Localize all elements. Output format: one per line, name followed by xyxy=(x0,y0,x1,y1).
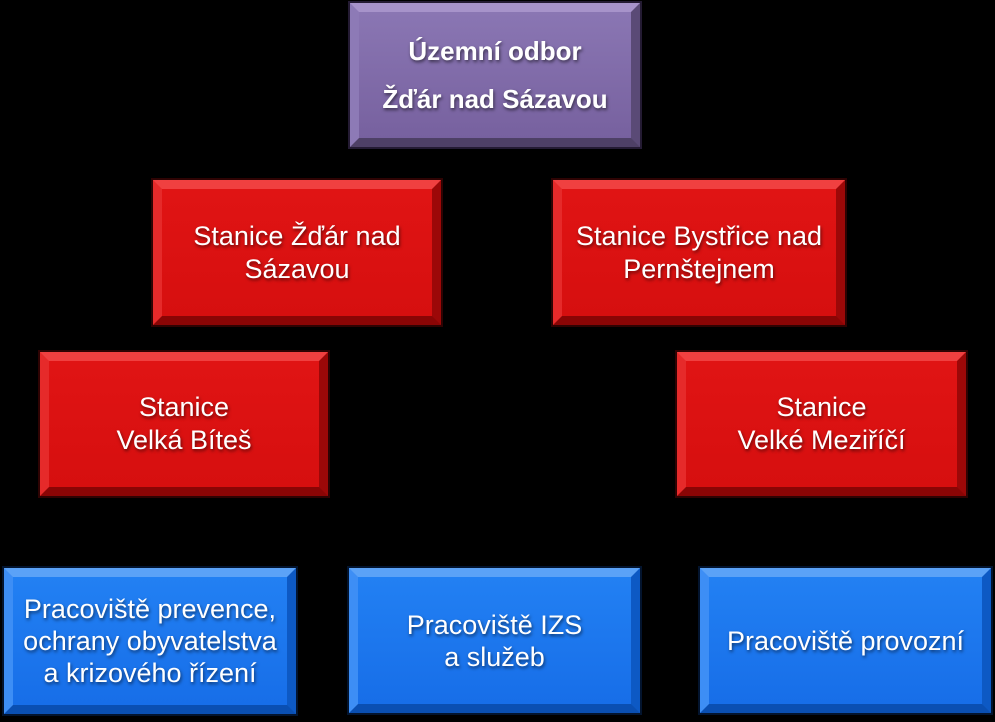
org-box-uzemni-odbor-zdar-nad-sazavou: Územní odbor Žďár nad Sázavou xyxy=(350,3,640,147)
org-box-pracoviste-provozni: Pracoviště provozní xyxy=(700,568,991,713)
org-box-label: Pracoviště provozní xyxy=(727,625,964,657)
org-box-pracoviste-izs-a-sluzeb: Pracoviště IZS a služeb xyxy=(349,568,640,713)
org-box-line: ochrany obyvatelstva xyxy=(23,626,277,656)
org-box-label: Stanice Velké Meziříčí xyxy=(737,391,905,457)
org-box-line: Pracoviště provozní xyxy=(726,625,965,656)
org-box-line: Velké Meziříčí xyxy=(737,425,906,455)
org-box-line: Stanice xyxy=(776,392,867,422)
org-box-stanice-velke-mezirici: Stanice Velké Meziříčí xyxy=(677,352,966,496)
org-box-stanice-zdar-nad-sazavou: Stanice Žďár nad Sázavou xyxy=(153,180,441,325)
org-box-label: Územní odbor Žďár nad Sázavou xyxy=(382,27,607,123)
org-box-line: Pernštejnem xyxy=(623,253,775,284)
org-box-line: Sázavou xyxy=(244,253,350,284)
org-box-line: Pracoviště IZS xyxy=(406,609,583,640)
org-box-line: Velká Bíteš xyxy=(116,425,252,455)
org-box-line: Stanice Žďár nad xyxy=(193,220,401,251)
org-box-line: Stanice xyxy=(138,392,230,422)
org-box-pracoviste-prevence: Pracoviště prevence, ochrany obyvatelstv… xyxy=(4,568,296,714)
org-box-stanice-bystrice-nad-pernstejnem: Stanice Bystřice nad Pernštejnem xyxy=(553,180,845,325)
org-box-line: Pracoviště prevence, xyxy=(23,594,277,624)
org-box-line: a služeb xyxy=(444,641,545,672)
org-box-label: Pracoviště prevence, ochrany obyvatelstv… xyxy=(23,593,277,689)
org-box-line: Stanice Bystřice nad xyxy=(575,220,823,251)
org-box-stanice-velka-bites: Stanice Velká Bíteš xyxy=(40,352,328,496)
org-box-line: Žďár nad Sázavou xyxy=(382,84,608,114)
org-box-line: Územní odbor xyxy=(408,36,582,66)
org-box-label: Stanice Velká Bíteš xyxy=(116,391,251,457)
org-box-label: Pracoviště IZS a služeb xyxy=(407,609,583,673)
org-box-line: a krizového řízení xyxy=(43,658,257,688)
org-box-label: Stanice Bystřice nad Pernštejnem xyxy=(576,220,822,286)
org-box-label: Stanice Žďár nad Sázavou xyxy=(193,220,400,286)
